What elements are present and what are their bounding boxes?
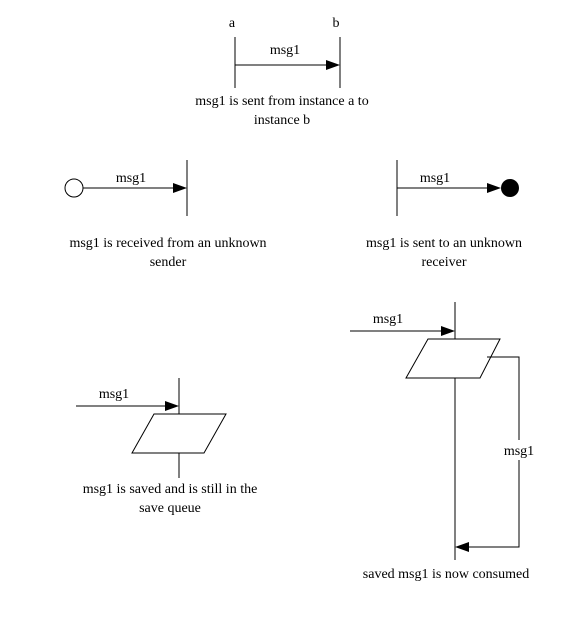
panel-saved-message-consumed: msg1 msg1 saved msg1 is now consumed — [350, 302, 538, 582]
unknown-receiver-dot — [501, 179, 519, 197]
caption-line-1: msg1 is saved and is still in the — [83, 482, 258, 497]
instance-b-label: b — [333, 16, 340, 31]
caption-line-1: msg1 is sent to an unknown — [366, 236, 522, 251]
panel-unknown-receiver: msg1 msg1 is sent to an unknown receiver — [366, 160, 522, 270]
message-label: msg1 — [99, 387, 129, 402]
caption-line-2: save queue — [139, 501, 201, 516]
message-arrowhead — [165, 401, 179, 411]
message-loop-label: msg1 — [504, 444, 534, 459]
caption-line-1: msg1 is received from an unknown — [69, 236, 266, 251]
message-arrowhead — [487, 183, 501, 193]
message-arrowhead — [326, 60, 340, 70]
caption-line-2: receiver — [421, 255, 466, 270]
panel-message-between-instances: a b msg1 msg1 is sent from instance a to… — [195, 16, 368, 128]
instance-a-label: a — [229, 16, 236, 31]
saved-message-arrowhead — [455, 542, 469, 552]
message-arrowhead — [441, 326, 455, 336]
caption-line-2: sender — [150, 255, 187, 270]
loop-label-background — [500, 440, 538, 460]
message-label: msg1 — [270, 43, 300, 58]
caption-line-1: msg1 is sent from instance a to — [195, 94, 368, 109]
message-arrowhead — [173, 183, 187, 193]
unknown-sender-circle — [64, 178, 84, 198]
message-label: msg1 — [420, 171, 450, 186]
caption-line-2: instance b — [254, 113, 310, 128]
save-symbol — [131, 413, 227, 454]
caption: saved msg1 is now consumed — [363, 567, 529, 582]
save-symbol — [405, 338, 501, 379]
panel-message-saved: msg1 msg1 is saved and is still in the s… — [76, 378, 257, 516]
panel-unknown-sender: msg1 msg1 is received from an unknown se… — [64, 160, 267, 270]
message-label: msg1 — [116, 171, 146, 186]
message-in-label: msg1 — [373, 312, 403, 327]
